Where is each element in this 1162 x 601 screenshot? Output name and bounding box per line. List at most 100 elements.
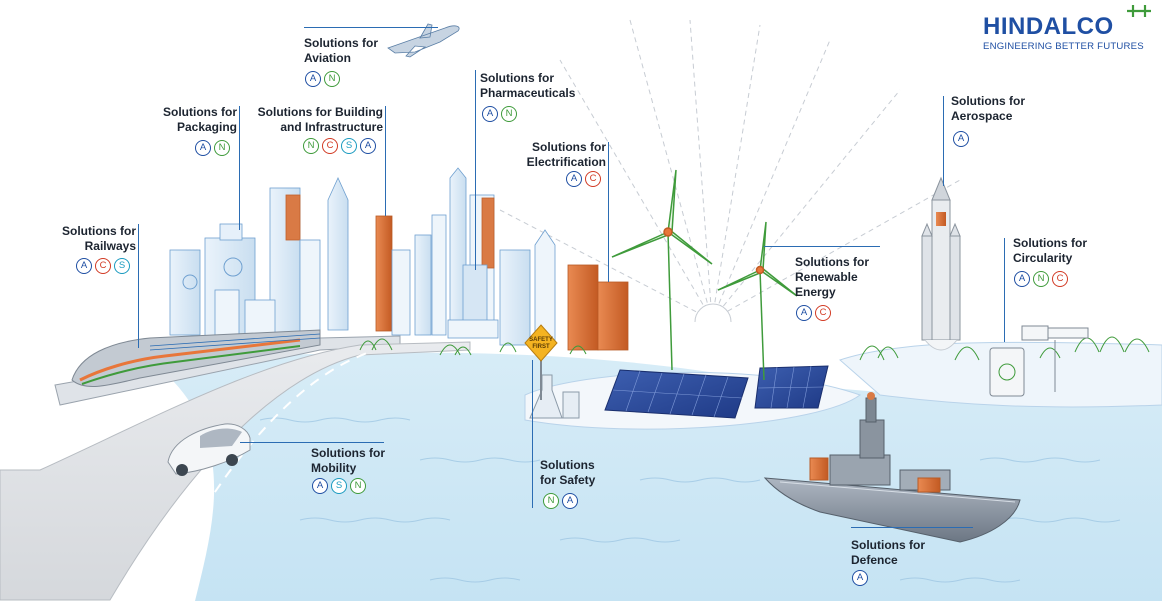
sun-rays: [499, 19, 961, 321]
hindalco-logo: HINDALCO ENGINEERING BETTER FUTURES: [983, 5, 1151, 52]
badge-n: N: [214, 140, 230, 156]
label-circularity-line1: Solutions for: [1013, 236, 1087, 250]
label-electrification-line1: Solutions for: [532, 140, 606, 154]
label-packaging-line2: Packaging: [176, 120, 237, 134]
badges-defence: A: [852, 570, 868, 586]
badge-n: N: [543, 493, 559, 509]
label-circularity-line2: Circularity: [1013, 251, 1073, 265]
badge-a: A: [566, 171, 582, 187]
sun: [694, 303, 732, 323]
label-pharmaceuticals-line1: Solutions for: [480, 71, 554, 85]
label-electrification: Solutions for Electrification: [520, 140, 606, 170]
badges-pharmaceuticals: A N: [482, 106, 517, 122]
water: [150, 352, 1162, 601]
label-mobility-line1: Solutions for: [311, 446, 385, 460]
safety-sign-text-1: SAFETY: [529, 337, 553, 343]
skyline: [169, 167, 629, 351]
badge-n: N: [324, 71, 340, 87]
leader-aviation: [304, 27, 438, 28]
label-mobility-line2: Mobility: [311, 461, 357, 475]
badge-a: A: [195, 140, 211, 156]
logo-wordmark: HINDALCO: [983, 13, 1114, 40]
badge-a: A: [1014, 271, 1030, 287]
leader-railways: [138, 224, 139, 348]
label-building-line2: and Infrastructure: [280, 120, 383, 134]
label-circularity: Solutions for Circularity: [1013, 236, 1087, 266]
badges-railways: A C S: [76, 258, 130, 274]
label-railways-line2: Railways: [84, 239, 136, 253]
leader-circularity: [1004, 238, 1005, 342]
label-aerospace-line2: Aerospace: [951, 109, 1013, 123]
label-defence: Solutions for Defence: [851, 538, 925, 568]
label-safety-line1: Solutions: [540, 458, 595, 472]
safety-sign: SAFETY FIRST: [524, 324, 558, 400]
rocket: [921, 176, 961, 351]
aeroplane: [387, 23, 460, 58]
leader-pharmaceuticals: [475, 70, 476, 270]
badge-a: A: [796, 305, 812, 321]
badges-packaging: A N: [195, 140, 230, 156]
defence-ship: [763, 392, 1021, 543]
badge-c: C: [585, 171, 601, 187]
label-pharmaceuticals-line2: Pharmaceuticals: [480, 86, 576, 100]
badge-c: C: [322, 138, 338, 154]
solar-panels: [604, 365, 829, 419]
water-waves: [259, 417, 1121, 583]
badges-safety: N A: [543, 493, 578, 509]
label-defence-line1: Solutions for: [851, 538, 925, 552]
badges-mobility: A S N: [312, 478, 366, 494]
badge-a: A: [482, 106, 498, 122]
logo-plus-icon: [1127, 5, 1151, 17]
badge-c: C: [815, 305, 831, 321]
car: [167, 423, 251, 476]
circularity-bin: [989, 325, 1089, 397]
badge-n: N: [350, 478, 366, 494]
badge-a: A: [76, 258, 92, 274]
badge-a: A: [562, 493, 578, 509]
label-renewable-line1: Solutions for: [795, 255, 869, 269]
badge-a: A: [953, 131, 969, 147]
leader-safety: [532, 360, 533, 508]
badges-aviation: A N: [305, 71, 340, 87]
label-building: Solutions for Building and Infrastructur…: [250, 105, 383, 135]
badge-c: C: [95, 258, 111, 274]
badge-a: A: [852, 570, 868, 586]
leader-electrification: [608, 142, 609, 282]
badge-n: N: [1033, 271, 1049, 287]
label-pharmaceuticals: Solutions for Pharmaceuticals: [480, 71, 575, 101]
label-aviation-line1: Solutions for: [304, 36, 378, 50]
label-packaging: Solutions for Packaging: [160, 105, 237, 135]
leader-aerospace: [943, 96, 944, 186]
trees: [359, 336, 1150, 361]
label-safety: Solutions for Safety: [540, 458, 595, 488]
badge-n: N: [501, 106, 517, 122]
label-aerospace-line1: Solutions for: [951, 94, 1025, 108]
label-electrification-line2: Electrification: [526, 155, 606, 169]
badges-circularity: A N C: [1014, 271, 1068, 287]
safety-sign-text-2: FIRST: [532, 344, 550, 350]
logo-tagline: ENGINEERING BETTER FUTURES: [983, 41, 1144, 52]
label-aerospace: Solutions for Aerospace: [951, 94, 1025, 124]
label-safety-line2: for Safety: [540, 473, 596, 487]
badges-aerospace: A: [953, 131, 969, 147]
badges-electrification: A C: [566, 171, 601, 187]
label-railways: Solutions for Railways: [56, 224, 136, 254]
leader-mobility: [240, 442, 384, 443]
badges-renewable: A C: [796, 305, 831, 321]
badge-a: A: [305, 71, 321, 87]
leader-renewable: [764, 246, 880, 247]
leader-building: [385, 106, 386, 216]
badge-n: N: [303, 138, 319, 154]
badge-s: S: [331, 478, 347, 494]
badge-s: S: [341, 138, 357, 154]
label-building-line1: Solutions for Building: [257, 105, 383, 119]
badge-c: C: [1052, 271, 1068, 287]
label-defence-line2: Defence: [851, 553, 898, 567]
label-renewable-line3: Energy: [795, 285, 836, 299]
label-aviation: Solutions for Aviation: [304, 36, 378, 66]
badge-a: A: [312, 478, 328, 494]
wind-turbines: [611, 169, 798, 381]
label-renewable: Solutions for Renewable Energy: [795, 255, 869, 300]
badges-building: N C S A: [303, 138, 376, 154]
